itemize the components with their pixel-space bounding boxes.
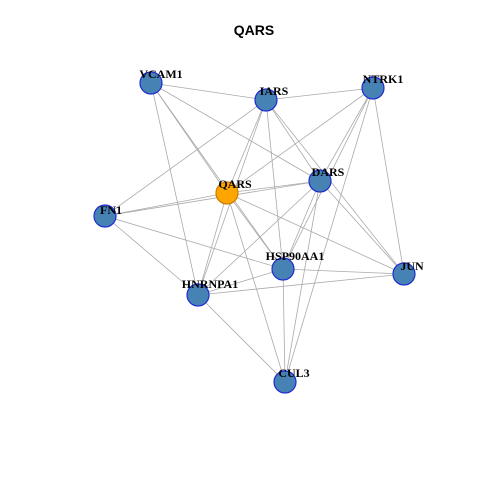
node-hsp90aa1: HSP90AA1 bbox=[266, 249, 325, 281]
edge-iars-dars bbox=[265, 99, 321, 182]
node-iars: IARS bbox=[254, 84, 289, 112]
edge-dars-fn1 bbox=[104, 180, 321, 217]
edge-hsp90aa1-cul3 bbox=[282, 268, 286, 383]
node-circle-iars bbox=[254, 88, 278, 112]
node-label-vcam1: VCAM1 bbox=[139, 67, 182, 81]
edge-fn1-hnrnpa1 bbox=[104, 215, 199, 296]
edge-dars-jun bbox=[319, 180, 405, 275]
node-label-hsp90aa1: HSP90AA1 bbox=[266, 249, 325, 263]
node-jun: JUN bbox=[392, 259, 424, 286]
edge-dars-hnrnpa1 bbox=[197, 180, 321, 296]
node-label-hnrnpa1: HNRNPA1 bbox=[182, 277, 238, 291]
node-label-jun: JUN bbox=[400, 259, 424, 273]
node-qars: QARS bbox=[215, 177, 252, 205]
node-vcam1: VCAM1 bbox=[139, 67, 183, 95]
node-circle-fn1 bbox=[93, 204, 117, 228]
edge-vcam1-hsp90aa1 bbox=[150, 82, 284, 270]
node-label-fn1: FN1 bbox=[100, 203, 122, 217]
edge-qars-hnrnpa1 bbox=[197, 192, 228, 296]
edge-qars-cul3 bbox=[226, 192, 286, 383]
edge-dars-hsp90aa1 bbox=[282, 180, 321, 270]
edge-fn1-hsp90aa1 bbox=[104, 215, 284, 270]
node-circle-dars bbox=[308, 169, 332, 193]
node-label-ntrk1: NTRK1 bbox=[363, 72, 404, 86]
edge-vcam1-iars bbox=[150, 82, 267, 101]
edge-hsp90aa1-jun bbox=[282, 268, 405, 275]
edge-iars-hsp90aa1 bbox=[265, 99, 284, 270]
node-label-dars: DARS bbox=[312, 165, 345, 179]
node-ntrk1: NTRK1 bbox=[361, 72, 404, 100]
node-circle-hnrnpa1 bbox=[186, 283, 210, 307]
edge-iars-qars bbox=[226, 99, 267, 194]
node-label-cul3: CUL3 bbox=[278, 366, 309, 380]
node-label-qars: QARS bbox=[218, 177, 252, 191]
node-circle-hsp90aa1 bbox=[271, 257, 295, 281]
edge-layer bbox=[104, 82, 405, 383]
edge-ntrk1-jun bbox=[372, 87, 405, 275]
node-hnrnpa1: HNRNPA1 bbox=[182, 277, 238, 307]
edge-ntrk1-dars bbox=[319, 87, 374, 182]
edge-ntrk1-qars bbox=[226, 87, 374, 194]
graph-title: QARS bbox=[234, 22, 274, 38]
edge-iars-jun bbox=[265, 99, 405, 275]
node-circle-vcam1 bbox=[139, 71, 163, 95]
node-fn1: FN1 bbox=[93, 203, 122, 228]
edge-iars-fn1 bbox=[104, 99, 267, 217]
edge-hnrnpa1-cul3 bbox=[197, 294, 286, 383]
edge-jun-hnrnpa1 bbox=[197, 273, 405, 296]
edge-vcam1-hnrnpa1 bbox=[150, 82, 199, 296]
edge-ntrk1-cul3 bbox=[284, 87, 374, 383]
edge-qars-fn1 bbox=[104, 192, 228, 217]
edge-dars-cul3 bbox=[284, 180, 321, 383]
edge-qars-hsp90aa1 bbox=[226, 192, 284, 270]
edge-qars-jun bbox=[226, 192, 405, 275]
node-circle-jun bbox=[392, 262, 416, 286]
edge-qars-dars bbox=[226, 180, 321, 194]
edge-vcam1-dars bbox=[150, 82, 321, 182]
node-cul3: CUL3 bbox=[273, 366, 310, 394]
node-label-iars: IARS bbox=[260, 84, 289, 98]
node-circle-ntrk1 bbox=[361, 76, 385, 100]
edge-hsp90aa1-hnrnpa1 bbox=[197, 268, 284, 296]
node-circle-qars bbox=[215, 181, 239, 205]
node-circle-cul3 bbox=[273, 370, 297, 394]
edge-iars-ntrk1 bbox=[265, 87, 374, 101]
node-dars: DARS bbox=[308, 165, 345, 193]
